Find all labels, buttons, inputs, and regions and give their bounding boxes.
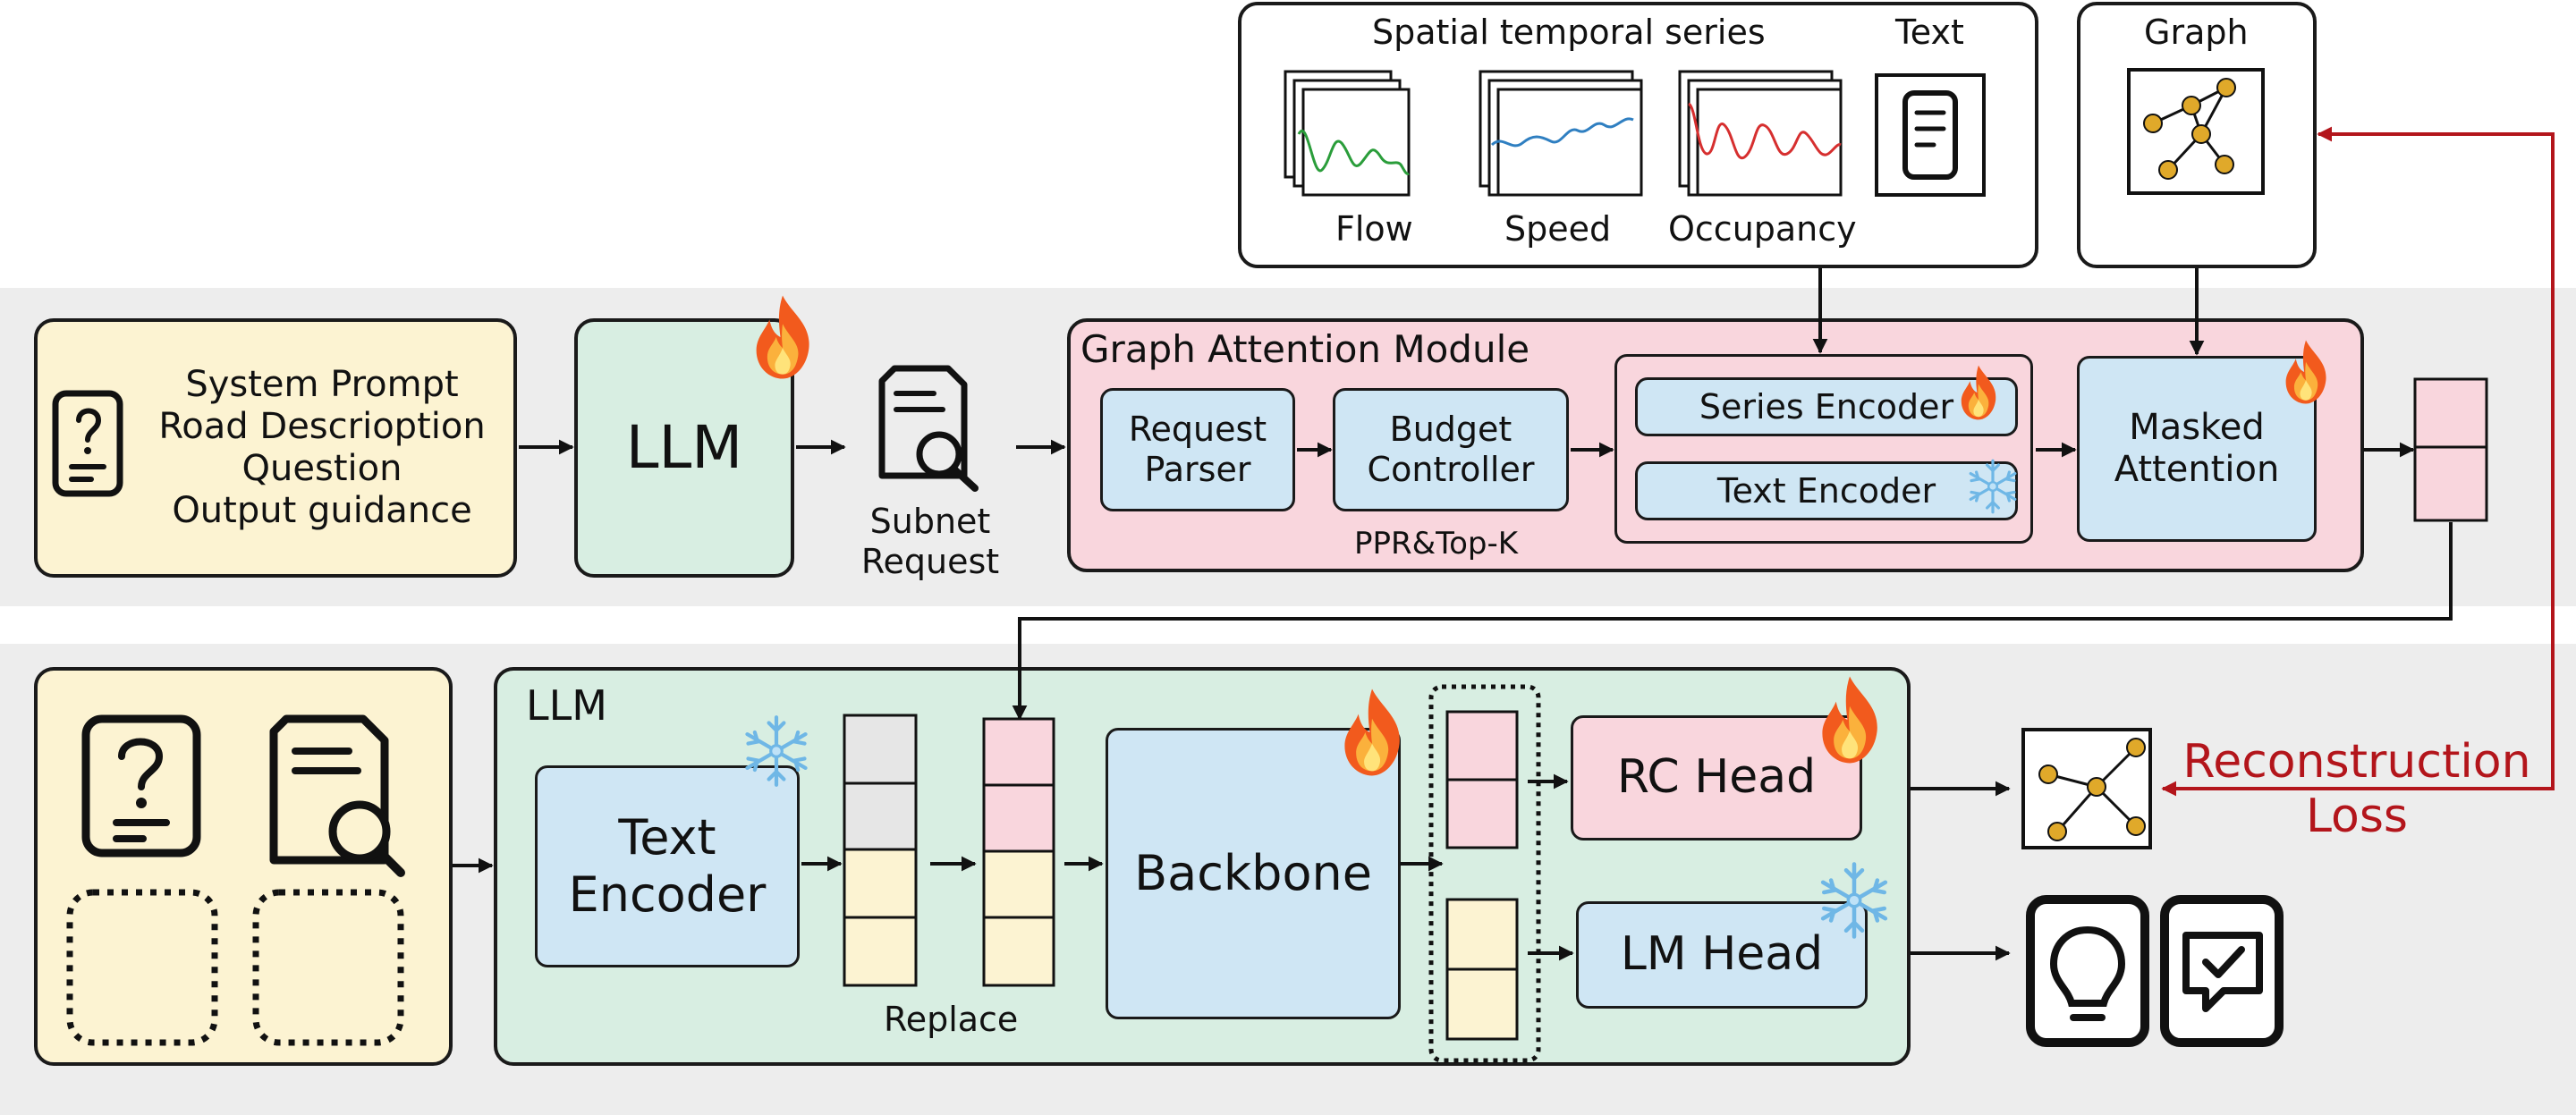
search-document-icon [269,714,405,877]
token-stack-rc [1445,710,1519,849]
text-encoder-box-stage2: Text Encoder [535,765,800,967]
request-parser-line1: Request [1128,410,1267,450]
search-document-icon [878,365,979,492]
placeholder-slot [252,889,404,1046]
reconstruction-loss-arrow [2161,126,2555,797]
flow-chart-icon [1284,70,1411,197]
backbone-label: Backbone [1134,845,1372,902]
request-parser-box: Request Parser [1100,388,1295,511]
rc-head-label: RC Head [1616,750,1817,805]
token-selection-group [1428,684,1541,1063]
budget-controller-box: Budget Controller [1333,388,1569,511]
question-document-icon [81,714,201,857]
snowflake-icon [1823,865,1885,937]
lm-head-label: LM Head [1620,927,1824,982]
text-encoder-label-stage1: Text Encoder [1716,470,1936,511]
prompt-line-road: Road Descrioption [158,405,486,447]
request-parser-line2: Parser [1144,450,1251,489]
gam-title: Graph Attention Module [1080,327,1530,371]
lightbulb-icon [2026,895,2149,1047]
reconstruction-loss-line2: Loss [2305,790,2409,843]
subnet-request-label: Subnet Request [850,497,1011,587]
rc-head-box: RC Head [1571,715,1862,840]
subnet-request-line1: Subnet [869,502,991,542]
fire-icon [1961,365,1996,420]
snowflake-icon [1969,459,2017,514]
backbone-box: Backbone [1106,728,1401,1019]
question-document-icon [52,390,123,497]
prompt-line-system: System Prompt [185,363,459,405]
text-encoder-line1: Text [618,809,716,866]
series-title: Spatial temporal series [1372,13,1766,52]
flow-label: Flow [1335,209,1413,249]
subnet-request-line2: Request [860,542,1000,581]
llm-title-stage2: LLM [526,681,607,730]
text-encoder-line2: Encoder [568,866,767,923]
fire-icon [756,295,809,379]
text-document-icon [1875,73,1986,197]
prompt-lines: System Prompt Road Descrioption Question… [152,351,492,545]
speed-chart-icon [1479,70,1643,197]
snowflake-icon [747,717,805,785]
token-stack-stage1 [2413,377,2488,522]
stage1-arrows [519,268,2453,721]
chat-check-icon [2160,895,2284,1047]
fire-icon [1344,688,1400,776]
token-stack-lm [1445,898,1519,1041]
replace-label: Replace [884,1000,1019,1039]
occupancy-chart-icon [1678,70,1843,197]
speed-label: Speed [1504,209,1612,249]
prompt-line-output: Output guidance [172,490,472,532]
ppr-topk-label: PPR&Top-K [1354,526,1519,562]
occupancy-label: Occupancy [1668,209,1857,249]
stage2-arrows [453,773,2011,961]
graph-title: Graph [2144,13,2249,52]
token-stack-encoder [843,714,918,987]
fire-icon [2285,340,2326,404]
reconstructed-graph-icon [2021,728,2152,849]
prompt-box [34,318,517,578]
series-encoder-label: Series Encoder [1699,386,1954,427]
fire-icon [1822,676,1877,764]
text-encoder-box-stage1: Text Encoder [1635,461,2018,520]
lm-head-box: LM Head [1576,901,1868,1009]
llm-label-stage1: LLM [625,413,743,483]
series-encoder-box: Series Encoder [1635,377,2018,436]
budget-controller-line1: Budget [1389,410,1513,450]
prompt-line-question: Question [242,448,402,489]
graph-icon [2127,68,2265,195]
text-title: Text [1895,13,1964,52]
llm-box-stage1: LLM [574,318,794,578]
token-stack-replaced [982,717,1055,987]
budget-controller-line2: Controller [1367,450,1535,489]
placeholder-slot [66,889,218,1046]
